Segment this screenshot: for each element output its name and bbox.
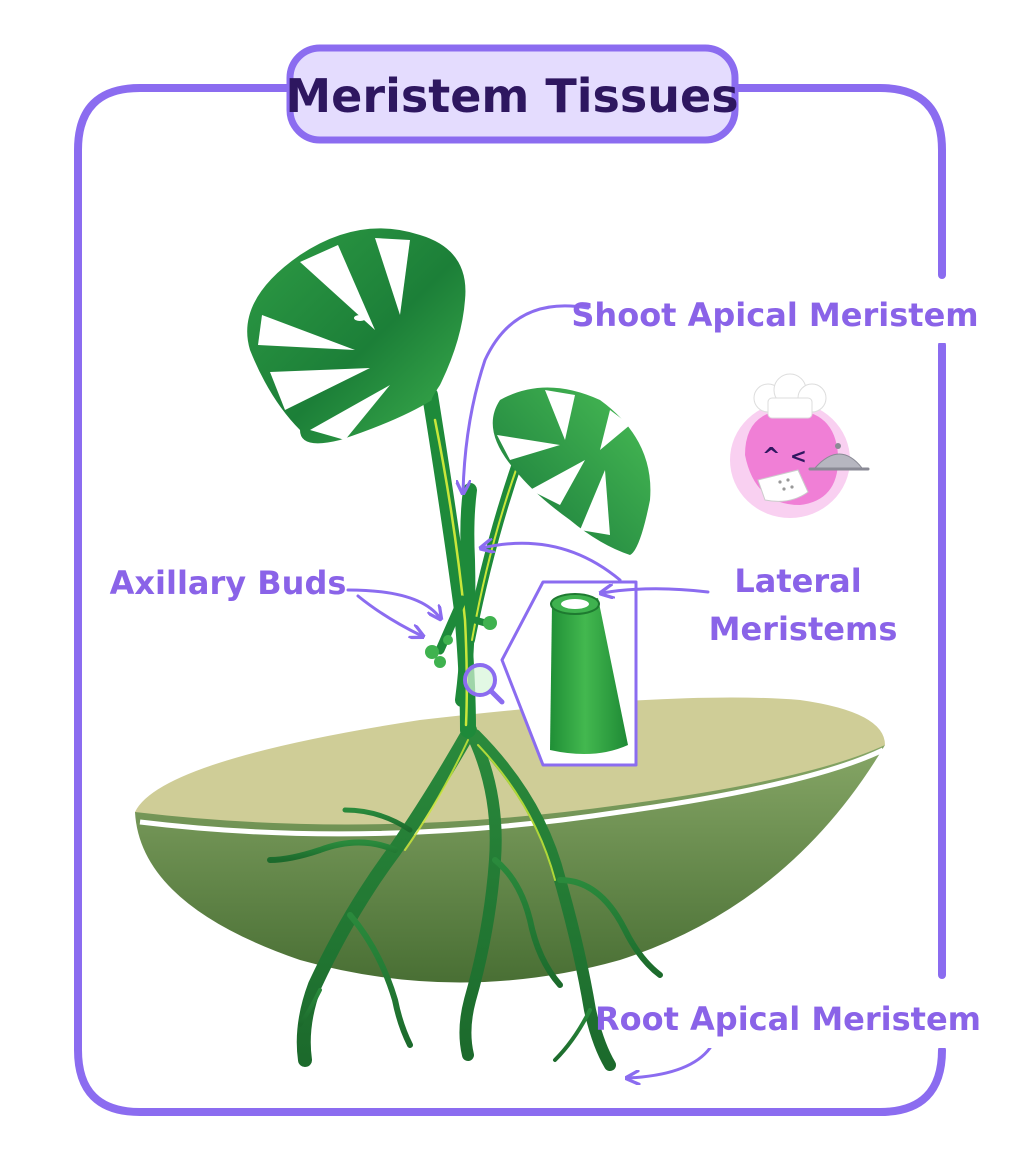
root-apical-arrow bbox=[628, 1046, 712, 1078]
lower-leaf bbox=[492, 387, 651, 555]
svg-text:^: ^ bbox=[762, 444, 780, 469]
label-arrows bbox=[346, 304, 712, 1078]
upper-leaf bbox=[247, 228, 466, 444]
page-title: Meristem Tissues bbox=[285, 69, 738, 123]
label-shoot-apical-meristem: Shoot Apical Meristem bbox=[571, 296, 978, 334]
lateral-arrow-to-tube bbox=[602, 589, 710, 593]
title-badge: Meristem Tissues bbox=[285, 44, 739, 144]
lateral-arrow-to-stem bbox=[482, 543, 622, 582]
svg-text:<: < bbox=[790, 444, 807, 468]
cloche-icon bbox=[808, 443, 870, 471]
axillary-arrow-lower bbox=[356, 594, 422, 636]
magnifier-icon bbox=[463, 663, 505, 705]
root-highlights bbox=[404, 739, 556, 881]
shoot-apical-arrow bbox=[463, 304, 590, 492]
label-meristems: Meristems bbox=[709, 610, 898, 648]
plant-roots bbox=[267, 723, 663, 1071]
label-lateral: Lateral bbox=[734, 562, 861, 600]
axillary-bud-nubs bbox=[425, 616, 497, 668]
soil-bowl bbox=[135, 697, 885, 983]
axillary-arrow-upper bbox=[346, 588, 440, 618]
diagram-frame bbox=[74, 84, 946, 1116]
label-root-apical-meristem: Root Apical Meristem bbox=[595, 1000, 981, 1038]
zoom-inset bbox=[500, 580, 638, 767]
chef-mascot-icon: ^ < bbox=[730, 373, 850, 518]
labels: Shoot Apical Meristem Axillary Buds Late… bbox=[110, 285, 981, 1048]
label-axillary-buds: Axillary Buds bbox=[110, 564, 347, 602]
